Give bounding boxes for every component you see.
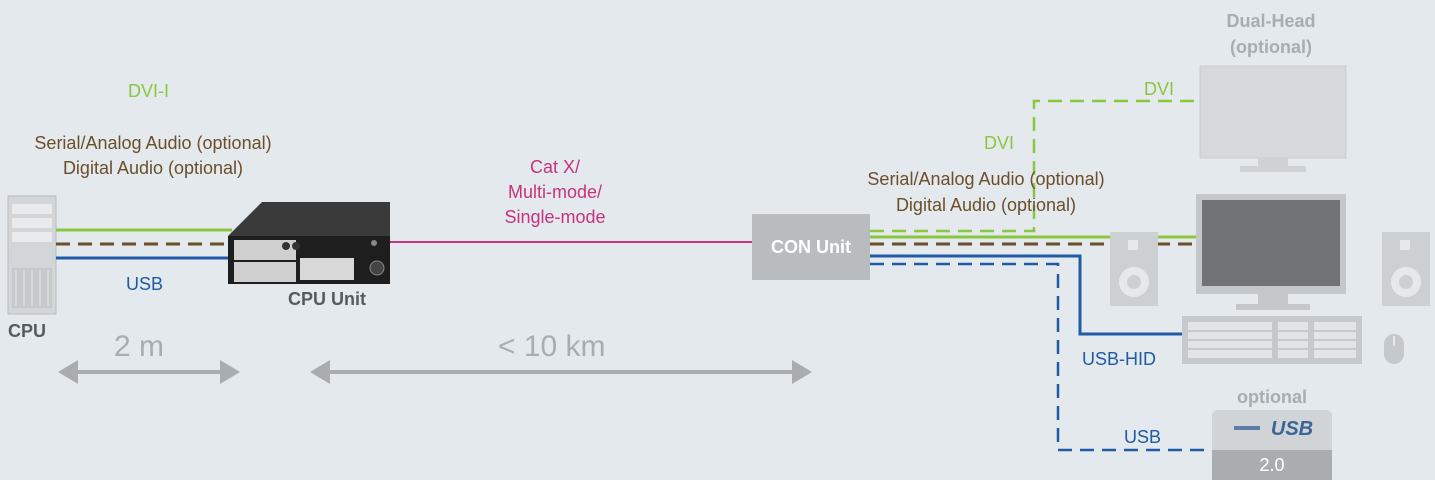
- cpu-unit-label: CPU Unit: [288, 289, 366, 309]
- distance-long-label: < 10 km: [498, 330, 606, 363]
- con-unit-label: CON Unit: [771, 236, 851, 257]
- monitor-icon: [1196, 194, 1346, 310]
- cpu-unit-device-icon: [228, 202, 390, 284]
- dvi-dual-head-cable: [870, 99, 1210, 233]
- dvi-right-label-1: DVI: [1144, 79, 1175, 99]
- media-label-line3: Single-mode: [504, 207, 606, 227]
- dual-head-label-line1: Dual-Head: [1226, 11, 1316, 31]
- serial-audio-left-label: Serial/Analog Audio (optional): [34, 133, 272, 153]
- con-unit-icon: CON Unit: [752, 214, 870, 280]
- distance-short-label: 2 m: [114, 330, 165, 363]
- optional-label: optional: [1237, 387, 1307, 407]
- dual-head-monitor-icon: [1199, 65, 1347, 172]
- usb-drive-icon: [1212, 410, 1332, 480]
- dvi-right-label-2: DVI: [984, 133, 1015, 153]
- usb-hid-cable: [870, 254, 1182, 336]
- keyboard-icon: [1182, 316, 1362, 364]
- digital-audio-left-label: Digital Audio (optional): [62, 158, 244, 178]
- speaker-icon: [1382, 232, 1430, 306]
- cpu-tower-icon: [7, 195, 57, 315]
- mouse-icon: [1384, 334, 1404, 364]
- speaker-icon: [1110, 232, 1158, 306]
- digital-audio-right-label: Digital Audio (optional): [895, 195, 1077, 215]
- dvi-i-label: DVI-I: [128, 81, 170, 101]
- usb-left-label: USB: [126, 274, 164, 294]
- dual-head-label-line2: (optional): [1230, 37, 1312, 57]
- media-label-line2: Multi-mode/: [507, 182, 603, 202]
- serial-audio-right-label: Serial/Analog Audio (optional): [867, 169, 1105, 189]
- usb-logo-label: USB: [1270, 418, 1314, 440]
- media-label-line1: Cat X/: [529, 157, 581, 177]
- double-arrow-icon: [58, 360, 240, 384]
- usb-cable-right: [870, 262, 1210, 452]
- usb-right-label: USB: [1124, 427, 1162, 447]
- usb-version-label: 2.0: [1259, 455, 1285, 475]
- usb-hid-label: USB-HID: [1082, 349, 1157, 369]
- cpu-label: CPU: [8, 321, 47, 341]
- double-arrow-icon: [310, 360, 812, 384]
